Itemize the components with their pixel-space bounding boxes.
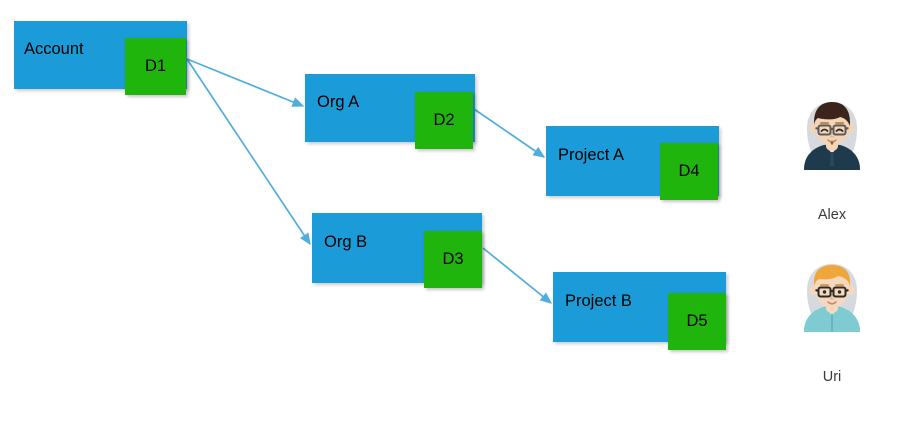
person-alex[interactable]: Alex xyxy=(794,96,870,222)
edge-account-to-org-b xyxy=(186,58,311,246)
node-org-a[interactable]: Org A D2 xyxy=(305,74,475,149)
person-name-alex: Alex xyxy=(817,207,847,223)
avatar-alex xyxy=(794,96,870,172)
edge-org-a-to-project-a xyxy=(473,108,546,158)
edge-account-to-org-a xyxy=(186,58,305,107)
node-project-b[interactable]: Project B D5 xyxy=(553,272,726,350)
node-label-account: Account xyxy=(24,40,84,58)
node-badge-org-b[interactable]: D3 xyxy=(424,231,482,288)
node-badge-label-project-a: D4 xyxy=(678,162,700,181)
node-badge-label-account: D1 xyxy=(144,57,167,76)
person-uri[interactable]: Uri xyxy=(794,258,870,384)
node-label-org-b: Org B xyxy=(324,233,368,251)
node-org-b[interactable]: Org B D3 xyxy=(312,213,482,288)
node-badge-org-a[interactable]: D2 xyxy=(415,92,473,149)
node-badge-label-org-b: D3 xyxy=(442,250,464,269)
node-project-a[interactable]: Project A D4 xyxy=(546,126,719,200)
avatar-man-glasses-suit xyxy=(802,98,862,170)
node-label-org-a: Org A xyxy=(317,93,360,111)
avatar-uri xyxy=(794,258,870,334)
node-badge-project-b[interactable]: D5 xyxy=(668,293,726,350)
avatar-man-glasses-blond xyxy=(802,260,862,332)
node-badge-label-project-b: D5 xyxy=(686,312,708,331)
node-badge-project-a[interactable]: D4 xyxy=(660,143,718,200)
node-badge-label-org-a: D2 xyxy=(433,111,455,130)
person-name-uri: Uri xyxy=(822,369,842,385)
edge-org-b-to-project-b xyxy=(482,247,553,304)
node-label-project-a: Project A xyxy=(558,146,625,164)
node-label-project-b: Project B xyxy=(565,292,632,310)
node-badge-account[interactable]: D1 xyxy=(125,38,186,95)
